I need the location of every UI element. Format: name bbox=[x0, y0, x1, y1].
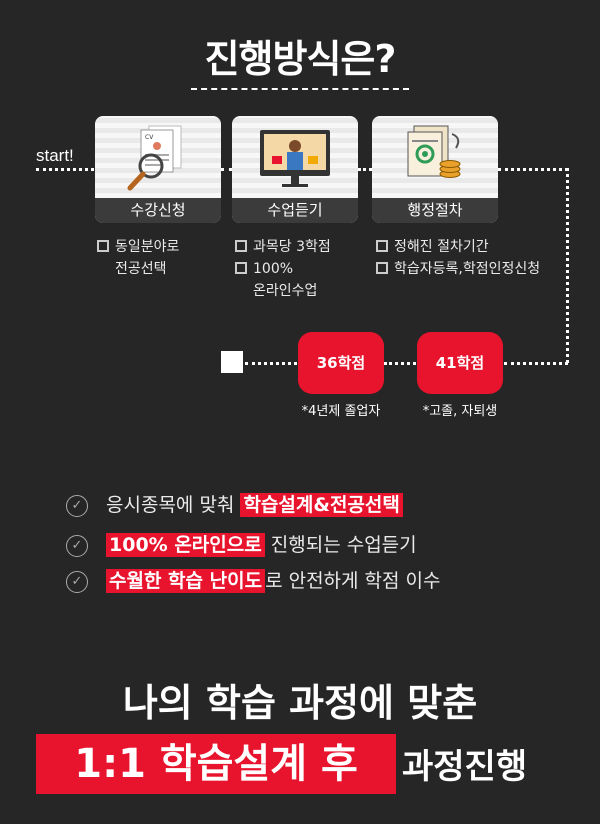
highlight-text: 학습설계&전공선택 bbox=[240, 493, 403, 517]
closing-highlight-text: 1:1 학습설계 후 bbox=[74, 741, 358, 787]
bullet-item: 전공선택 bbox=[115, 261, 167, 277]
credit-note-41: *고졸, 자퇴생 bbox=[422, 404, 498, 419]
step-card-admin: 행정절차 bbox=[372, 116, 498, 223]
credit-badge-36: 36학점 bbox=[298, 332, 384, 394]
highlight-text: 수월한 학습 난이도 bbox=[106, 569, 266, 593]
step-bullets-apply: 동일분야로 전공선택 bbox=[97, 236, 217, 280]
bullet-item: 과목당 3학점 bbox=[235, 236, 365, 258]
documents-coins-icon bbox=[407, 125, 461, 178]
check-circle-icon: ✓ bbox=[66, 534, 88, 557]
step-label-lecture: 수업듣기 bbox=[232, 198, 358, 223]
bullet-square-icon bbox=[235, 262, 247, 274]
start-label: start! bbox=[36, 146, 74, 165]
check-circle-icon: ✓ bbox=[66, 570, 88, 593]
highlight-text: 100% 온라인으로 bbox=[106, 533, 265, 557]
flow-line-5 bbox=[384, 362, 416, 365]
step-bullets-lecture: 과목당 3학점 100% 온라인수업 bbox=[235, 236, 365, 302]
flow-line-down bbox=[566, 168, 569, 363]
bullet-item: 학습자등록,학점인정신청 bbox=[376, 258, 576, 280]
flow-line-2 bbox=[358, 168, 372, 171]
step-bullets-admin: 정해진 절차기간 학습자등록,학점인정신청 bbox=[376, 236, 576, 280]
bullet-square-icon bbox=[376, 262, 388, 274]
credit-badge-41: 41학점 bbox=[417, 332, 503, 394]
flow-line-start bbox=[36, 168, 94, 171]
svg-text:CV: CV bbox=[145, 134, 154, 141]
step-card-lecture: 수업듣기 bbox=[232, 116, 358, 223]
flow-line-6 bbox=[245, 362, 297, 365]
step-label-admin: 행정절차 bbox=[372, 198, 498, 223]
end-square bbox=[221, 351, 243, 373]
online-lecture-monitor-icon bbox=[260, 130, 330, 187]
title-underline bbox=[191, 88, 409, 90]
check-item-1: ✓응시종목에 맞춰 학습설계&전공선택 bbox=[66, 490, 403, 520]
bullet-item: 100% bbox=[235, 258, 365, 280]
credit-note-36: *4년제 졸업자 bbox=[301, 404, 381, 419]
bullet-item: 정해진 절차기간 bbox=[376, 236, 576, 258]
bullet-item: 동일분야로 bbox=[97, 236, 217, 258]
closing-rest-text: 과정진행 bbox=[402, 747, 528, 787]
flow-line-4 bbox=[504, 362, 568, 365]
closing-headline: 나의 학습 과정에 맞춘 bbox=[122, 681, 478, 725]
bullet-square-icon bbox=[97, 240, 109, 252]
step-label-apply: 수강신청 bbox=[95, 198, 221, 223]
resume-magnifier-icon: CV bbox=[127, 125, 182, 191]
flow-line-3 bbox=[498, 168, 568, 171]
check-item-2: ✓100% 온라인으로 진행되는 수업듣기 bbox=[66, 530, 417, 560]
closing-highlight-box bbox=[36, 734, 396, 794]
bullet-square-icon bbox=[235, 240, 247, 252]
page-title: 진행방식은? bbox=[204, 37, 397, 81]
check-circle-icon: ✓ bbox=[66, 494, 88, 517]
step-card-apply: CV 수강신청 bbox=[95, 116, 221, 223]
bullet-square-icon bbox=[376, 240, 388, 252]
flow-line-1 bbox=[221, 168, 232, 171]
bullet-item: 온라인수업 bbox=[253, 283, 318, 299]
